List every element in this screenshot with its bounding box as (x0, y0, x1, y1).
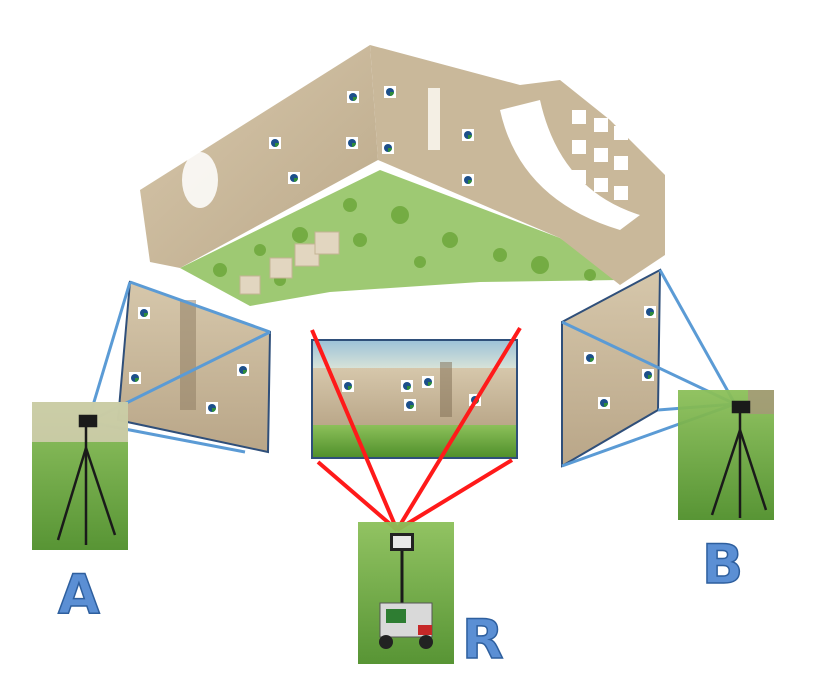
target-marker-icon (206, 402, 218, 414)
target-marker-icon (584, 352, 596, 364)
target-marker-icon (347, 91, 359, 103)
robot-rays (310, 326, 522, 532)
wall-slot-opening (428, 88, 440, 150)
robot-photo (358, 522, 454, 664)
target-marker-icon (401, 380, 413, 392)
robot-image-wall (312, 368, 517, 428)
target-marker-icon (237, 364, 249, 376)
robot-view (310, 326, 522, 532)
point-cloud-right-wall (370, 45, 665, 285)
target-marker-icon (342, 380, 354, 392)
arch-cutout (500, 100, 640, 230)
photo-slot (440, 362, 452, 417)
window-grid (572, 110, 628, 200)
target-marker-icon (462, 129, 474, 141)
grass-speckle (213, 198, 596, 286)
target-marker-icon (384, 86, 396, 98)
robot-image-sky (312, 340, 517, 372)
left-wall-opening (182, 152, 218, 208)
target-marker-icon (269, 137, 281, 149)
point-cloud-reconstruction (140, 45, 665, 306)
robot-label: R (462, 608, 504, 671)
camera-a-photo (32, 402, 128, 550)
photo-slot (180, 300, 196, 410)
robot-image-frame (311, 339, 518, 459)
stone-blocks (239, 231, 340, 295)
target-marker-icon (129, 372, 141, 384)
target-marker-icon (346, 137, 358, 149)
mobile-robot-icon (379, 533, 433, 649)
target-marker-icon (642, 369, 654, 381)
camera-a-label: A (58, 563, 100, 626)
target-marker-icon (462, 174, 474, 186)
tripod-camera-icon (710, 400, 768, 518)
point-cloud-left-wall (140, 45, 378, 268)
target-marker-icon (382, 142, 394, 154)
target-marker-icon (598, 397, 610, 409)
target-marker-icon (138, 307, 150, 319)
target-marker-icon (288, 172, 300, 184)
camera-b-photo (678, 390, 774, 520)
target-marker-icon (404, 399, 416, 411)
camera-b-label: B (702, 533, 743, 596)
target-marker-icon (644, 306, 656, 318)
target-marker-icon (422, 376, 434, 388)
robot-image-grass (312, 425, 517, 458)
tripod-camera-icon (56, 414, 117, 545)
